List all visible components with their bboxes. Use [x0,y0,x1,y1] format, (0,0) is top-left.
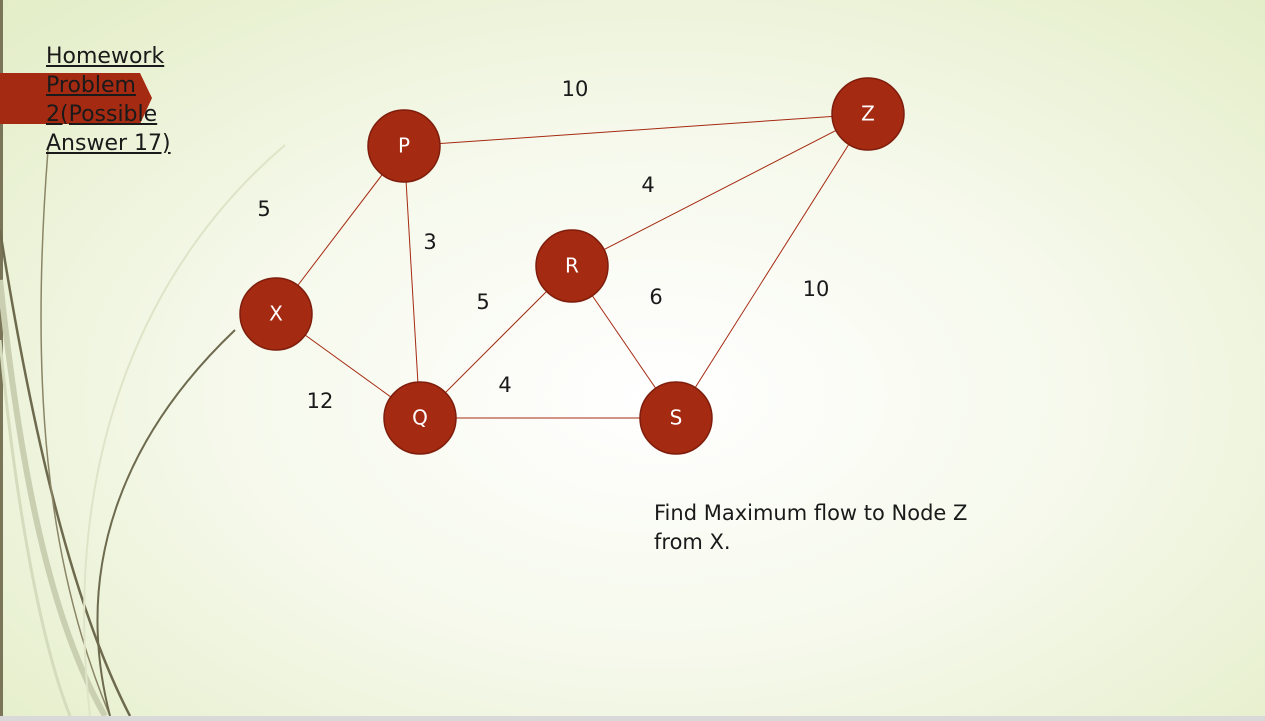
node-label: Z [861,102,875,126]
node-circle [383,381,457,455]
node-label: X [269,302,283,326]
edge-capacity-label: 5 [476,290,489,314]
node-s: S [639,381,713,455]
swoosh-line [0,229,132,717]
node-circle [239,277,313,351]
edge-r-z [571,113,869,267]
edge-s-z [675,113,869,419]
node-circle [535,229,609,303]
edge-p-z [403,113,869,147]
node-label: P [398,134,410,158]
edge-capacity-label: 4 [641,173,654,197]
edge-capacity-label: 4 [498,373,511,397]
edge-capacity-label: 5 [257,197,270,221]
edge-p-q [403,145,421,419]
bottom-bar [0,716,1265,721]
swoosh-line [0,279,108,718]
node-q: Q [383,381,457,455]
node-r: R [535,229,609,303]
swoosh-line [96,329,236,717]
node-label: Q [412,406,428,430]
edge-capacity-label: 10 [562,77,589,101]
question-text: Find Maximum flow to Node Z from X. [654,501,968,554]
edge-capacity-label: 3 [423,230,436,254]
node-p: P [367,109,441,183]
node-x: X [239,277,313,351]
node-circle [367,109,441,183]
edge-capacity-label: 12 [307,389,334,413]
node-circle [639,381,713,455]
node-label: R [565,254,579,278]
node-label: S [670,406,683,430]
swoosh-line [0,339,72,717]
node-circle [831,77,905,151]
title-accent-arrow [0,73,152,124]
slide-title: Homework Problem 2(Possible Answer 17) [46,44,171,156]
swoosh-line [83,144,286,717]
edge-capacity-label: 6 [649,285,662,309]
edge-capacity-label: 10 [803,277,830,301]
node-z: Z [831,77,905,151]
